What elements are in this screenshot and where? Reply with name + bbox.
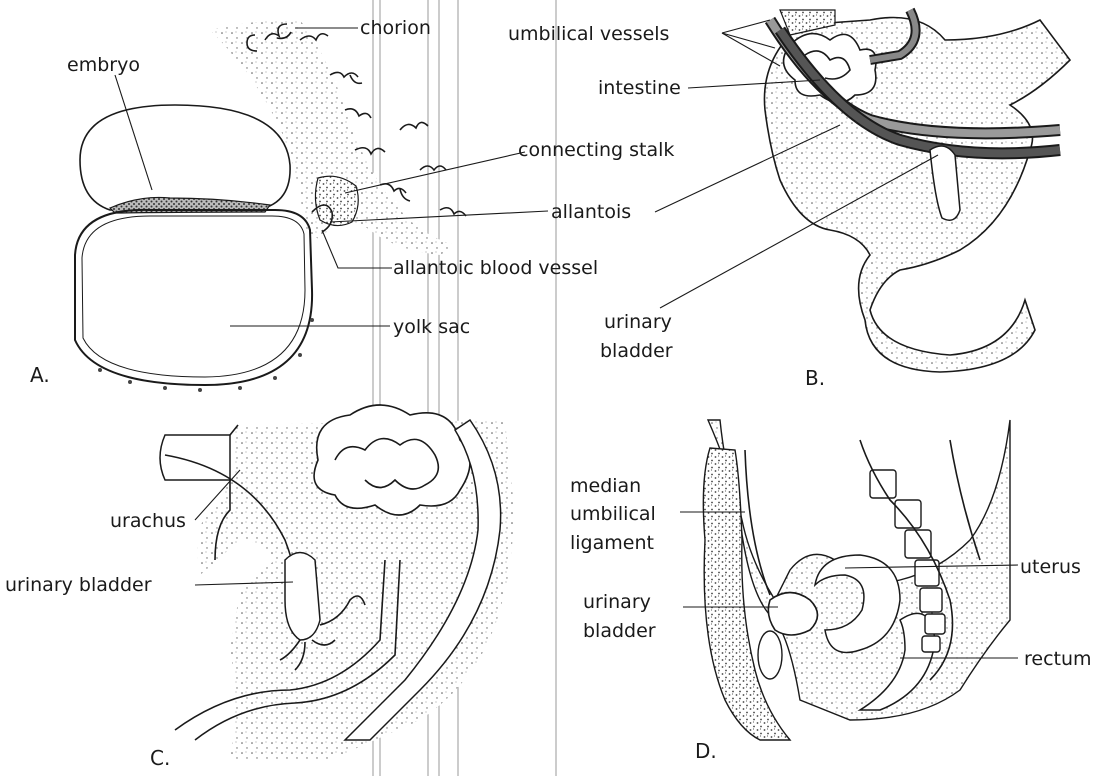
label-urinary-bladder-d-1: urinary: [583, 591, 651, 613]
label-urinary-bladder-c: urinary bladder: [5, 574, 152, 596]
anterior-wall-d: [703, 448, 790, 740]
label-umbilical-vessels: umbilical vessels: [508, 23, 669, 45]
label-urinary-bladder-d-2: bladder: [583, 620, 656, 642]
label-chorion: chorion: [360, 17, 431, 39]
label-rectum: rectum: [1024, 648, 1092, 670]
label-urinary-bladder-b-1: urinary: [604, 311, 672, 333]
panel-a: chorion embryo connecting stalk allantoi…: [30, 17, 674, 392]
urinary-bladder-c: [285, 553, 320, 641]
label-urinary-bladder-b-2: bladder: [600, 340, 673, 362]
panel-d-letter: D.: [695, 739, 717, 763]
panel-c: urachus urinary bladder C.: [5, 405, 513, 770]
yolk-sac-inner-wall: [82, 216, 305, 377]
label-median-3: ligament: [570, 532, 654, 554]
label-median-2: umbilical: [570, 503, 656, 525]
panel-b-letter: B.: [805, 366, 825, 390]
connecting-stalk: [315, 176, 358, 225]
label-median-1: median: [570, 475, 641, 497]
label-allantois: allantois: [551, 201, 631, 223]
label-embryo: embryo: [67, 54, 140, 76]
panel-a-letter: A.: [30, 363, 50, 387]
panel-c-letter: C.: [150, 746, 170, 770]
label-urachus: urachus: [110, 510, 186, 532]
yolk-sac: [75, 210, 312, 385]
label-connecting-stalk: connecting stalk: [518, 139, 674, 161]
label-allantoic-blood-vessel: allantoic blood vessel: [393, 257, 598, 279]
panel-b: umbilical vessels intestine urinary blad…: [508, 10, 1070, 390]
yolk-sac-vessels: [98, 318, 314, 392]
intestine-coil-c: [314, 405, 470, 515]
label-uterus: uterus: [1020, 556, 1081, 578]
amniotic-cavity: [80, 105, 290, 210]
label-yolk-sac: yolk sac: [393, 316, 470, 338]
pubic-bone-d: [758, 631, 782, 679]
label-intestine: intestine: [598, 77, 681, 99]
panel-d: median umbilical ligament urinary bladde…: [570, 420, 1092, 763]
